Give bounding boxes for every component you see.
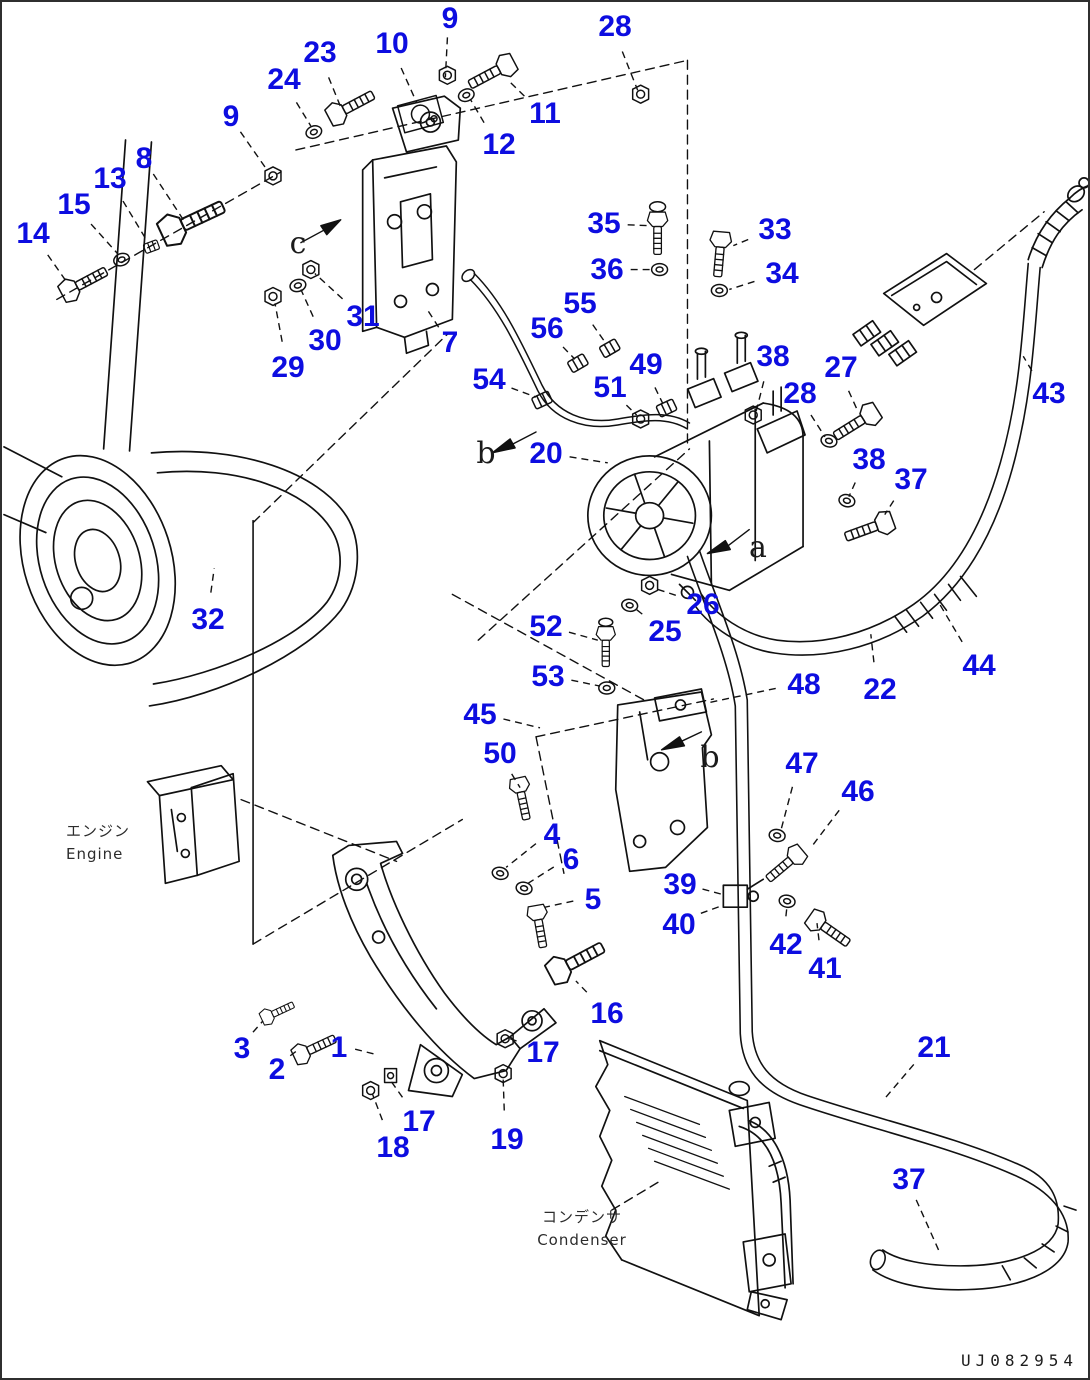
callout-52: 52 <box>529 610 563 643</box>
engine-label: エンジン Engine <box>66 820 130 867</box>
callout-14: 14 <box>16 217 50 250</box>
view-arrows <box>300 219 750 751</box>
hose-clamp-drawing <box>722 878 765 909</box>
condenser-hose-drawing <box>686 549 1077 1291</box>
callout-5: 5 <box>584 883 602 916</box>
callout-28: 28 <box>598 10 632 43</box>
callout-56: 56 <box>530 312 564 345</box>
condenser-label: コンデンサ Condenser <box>514 1206 650 1253</box>
callout-31: 31 <box>346 300 380 333</box>
callout-21: 21 <box>917 1031 951 1064</box>
callout-9: 9 <box>441 2 459 35</box>
callout-7: 7 <box>441 326 459 359</box>
upper-bracket-drawing <box>361 95 462 355</box>
condenser-label-jp: コンデンサ <box>541 1208 622 1226</box>
callout-9: 9 <box>222 100 240 133</box>
construction-lines <box>56 59 1045 1211</box>
callout-41: 41 <box>808 952 842 985</box>
view-letter-a: a <box>749 530 767 565</box>
callout-46: 46 <box>841 775 875 808</box>
callout-10: 10 <box>375 27 409 60</box>
callout-27: 27 <box>824 351 858 384</box>
callout-36: 36 <box>590 253 624 286</box>
callout-25: 25 <box>648 615 682 648</box>
callout-26: 26 <box>686 588 720 621</box>
callout-38: 38 <box>756 340 790 373</box>
callout-43: 43 <box>1032 377 1066 410</box>
callout-8: 8 <box>135 142 153 175</box>
callout-1: 1 <box>330 1031 348 1064</box>
engine-label-en: Engine <box>66 845 124 864</box>
engine-label-jp: エンジン <box>66 822 131 840</box>
callout-37: 37 <box>892 1163 926 1196</box>
callout-24: 24 <box>267 63 301 96</box>
callout-51: 51 <box>593 371 627 404</box>
callout-47: 47 <box>785 747 819 780</box>
callout-34: 34 <box>765 257 799 290</box>
callout-17: 17 <box>402 1105 436 1138</box>
engine-bracket-drawing <box>146 764 240 885</box>
callout-18: 18 <box>376 1131 410 1164</box>
drawing-code: UJ082954 <box>960 1351 1078 1370</box>
callout-30: 30 <box>308 324 342 357</box>
callout-13: 13 <box>93 162 127 195</box>
pulley-belt-drawing <box>3 139 359 707</box>
callout-39: 39 <box>663 868 697 901</box>
callout-48: 48 <box>787 668 821 701</box>
callout-54: 54 <box>472 363 506 396</box>
callout-16: 16 <box>590 997 624 1030</box>
harness-connector-drawing <box>852 252 988 367</box>
callout-3: 3 <box>233 1032 251 1065</box>
callout-2: 2 <box>268 1053 286 1086</box>
callout-29: 29 <box>271 351 305 384</box>
view-letter-b: b <box>476 436 496 471</box>
callout-38: 38 <box>852 443 886 476</box>
callout-40: 40 <box>662 908 696 941</box>
callout-33: 33 <box>758 213 792 246</box>
callout-6: 6 <box>562 843 580 876</box>
callout-28: 28 <box>783 377 817 410</box>
condenser-label-en: Condenser <box>537 1231 627 1250</box>
callout-20: 20 <box>529 437 563 470</box>
lower-bracket-drawing <box>331 840 557 1098</box>
callout-55: 55 <box>563 287 597 320</box>
callout-44: 44 <box>962 649 996 682</box>
callout-23: 23 <box>303 36 337 69</box>
callout-11: 11 <box>529 97 561 130</box>
fasteners-drawing <box>55 49 898 1101</box>
callout-19: 19 <box>490 1123 524 1156</box>
callout-22: 22 <box>863 673 897 706</box>
hose-end-drawing <box>1027 177 1088 269</box>
callout-4: 4 <box>543 818 561 851</box>
callout-42: 42 <box>769 928 803 961</box>
callout-15: 15 <box>57 188 91 221</box>
center-bracket-drawing <box>614 688 713 873</box>
callout-50: 50 <box>483 737 517 770</box>
callout-37: 37 <box>894 463 928 496</box>
callout-45: 45 <box>463 698 497 731</box>
callout-17: 17 <box>526 1036 560 1069</box>
callout-35: 35 <box>587 207 621 240</box>
condenser-drawing <box>594 1039 794 1321</box>
callout-53: 53 <box>531 660 565 693</box>
callout-32: 32 <box>191 603 225 636</box>
view-letter-b: b <box>700 740 720 775</box>
view-letter-c: c <box>289 226 307 261</box>
suction-pipe-drawing <box>461 268 691 430</box>
callout-12: 12 <box>482 128 516 161</box>
callout-49: 49 <box>629 348 663 381</box>
